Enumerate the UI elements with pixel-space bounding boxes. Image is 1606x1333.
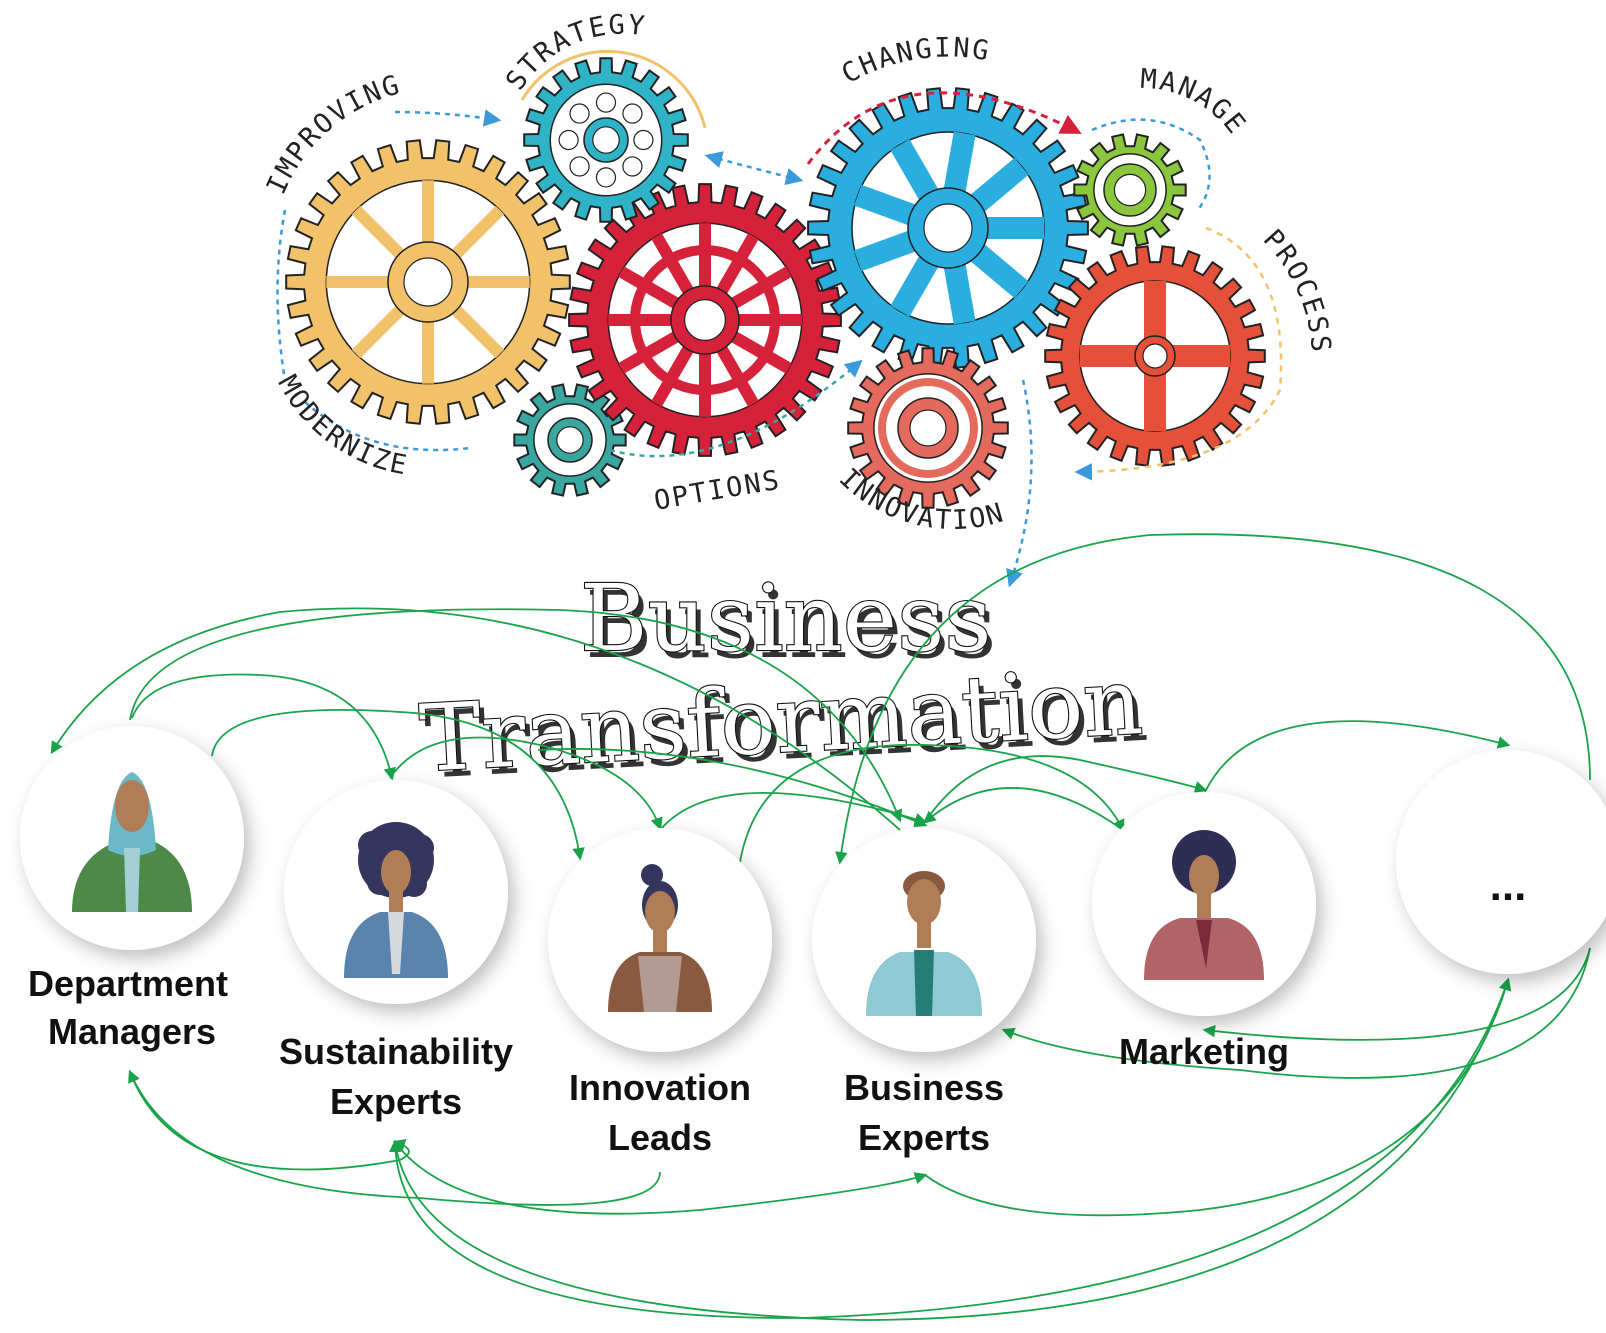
gear-strategy-hole: [595, 92, 617, 113]
gear-yellow-spoke: [351, 205, 404, 258]
role-department-managers[interactable]: Department Managers: [20, 726, 244, 1052]
gear-label-process: PROCESS: [1257, 224, 1336, 355]
gear-strategy-hole: [558, 129, 579, 151]
gear-strategy-hole: [595, 167, 617, 188]
role-label-line1: Sustainability: [279, 1031, 513, 1072]
more-ellipsis: ...: [1490, 861, 1527, 910]
gear-salmon-ring: [878, 378, 978, 478]
title: Business Business Transformation Transfo…: [416, 564, 1150, 800]
role-sustainability-experts[interactable]: Sustainability Experts: [279, 780, 513, 1122]
woman-afro-icon: [1144, 830, 1264, 980]
stakeholder-connection-arrows: [50, 533, 1591, 1321]
gear-green-hub-hole: [1113, 173, 1147, 207]
gear-orange-hub-hole: [1142, 343, 1168, 369]
gear-strategy-hub-hole: [592, 126, 620, 154]
gear-strategy-hole: [569, 103, 590, 124]
gear-label-changing: CHANGING: [837, 32, 993, 90]
gears-illustration: [285, 57, 1266, 509]
title-line2: Transformation: [417, 648, 1145, 793]
stakeholder-roles: Department Managers Sustainability Exper…: [20, 726, 1606, 1158]
gear-yellow-spoke: [351, 306, 404, 359]
gear-yellow-spoke: [452, 306, 505, 359]
role-label-line1: Innovation: [569, 1067, 751, 1108]
gear-small-teal-hub-hole: [556, 426, 584, 454]
role-label-line1: Business: [844, 1067, 1004, 1108]
role-innovation-leads[interactable]: Innovation Leads: [548, 828, 772, 1158]
gear-red-hub-hole: [683, 299, 726, 342]
woman-curly-hair-icon: [344, 822, 448, 978]
gear-strategy-hole: [622, 156, 643, 177]
role-label-line2: Managers: [48, 1011, 216, 1052]
gear-connector-arrows: [276, 49, 1283, 588]
woman-bun-icon: [608, 864, 712, 1012]
role-label-line1: Department: [28, 963, 228, 1004]
role-business-experts[interactable]: Business Experts: [812, 828, 1036, 1158]
gear-label-options: OPTIONS: [652, 465, 783, 517]
gear-strategy-hole: [622, 103, 643, 124]
gear-label-manage: MANAGE: [1139, 64, 1252, 141]
role-label-line2: Leads: [608, 1117, 712, 1158]
gear-strategy-hole: [569, 156, 590, 177]
gear-yellow-hub-hole: [403, 257, 453, 307]
gear-yellow-spoke: [452, 205, 505, 258]
role-label-line1: Marketing: [1119, 1031, 1289, 1072]
role-marketing[interactable]: Marketing: [1092, 792, 1316, 1072]
role-more[interactable]: ...: [1396, 750, 1606, 974]
title-line1-shadow: Business: [585, 572, 997, 679]
gear-salmon-hub-hole: [909, 409, 947, 447]
woman-headscarf-icon: [72, 772, 192, 912]
gear-blue-hub-hole: [923, 203, 973, 253]
role-label-line2: Experts: [858, 1117, 990, 1158]
gear-red-ring: [630, 245, 780, 395]
gear-strategy-hole: [633, 129, 654, 151]
title-line1: Business: [580, 565, 992, 672]
role-label-line2: Experts: [330, 1081, 462, 1122]
man-short-hair-icon: [866, 871, 982, 1016]
